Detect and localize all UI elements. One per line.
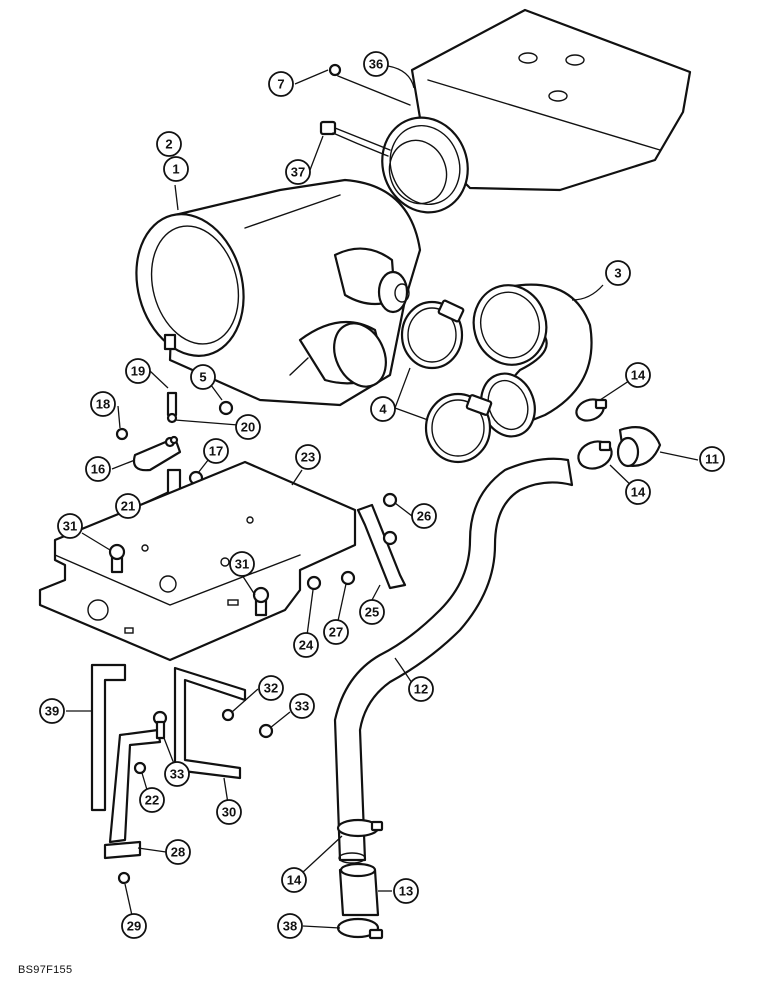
svg-text:33: 33 (295, 699, 309, 714)
callout-13: 13 (393, 878, 419, 904)
sensor-37 (319, 120, 391, 157)
svg-text:31: 31 (63, 519, 77, 534)
svg-text:14: 14 (631, 485, 646, 500)
callout-14-top: 14 (625, 362, 651, 388)
callout-33-left: 33 (164, 761, 190, 787)
document-code: BS97F155 (18, 964, 73, 976)
callout-21: 21 (115, 493, 141, 519)
adapter-13 (338, 862, 380, 917)
svg-text:3: 3 (614, 266, 621, 281)
air-cleaner (135, 178, 422, 407)
callout-1: 1 (163, 156, 189, 182)
callout-3: 3 (605, 260, 631, 286)
bracket-30 (133, 666, 274, 780)
hose-clamps-4 (400, 299, 493, 464)
callout-18: 18 (90, 391, 116, 417)
callout-11: 11 (699, 446, 725, 472)
svg-text:33: 33 (170, 767, 184, 782)
clamps-14-top (575, 398, 613, 470)
svg-text:5: 5 (199, 370, 206, 385)
callout-2: 2 (156, 131, 182, 157)
svg-text:29: 29 (127, 919, 141, 934)
leader-lines (66, 65, 699, 929)
callout-32: 32 (258, 675, 284, 701)
callout-33-right: 33 (289, 693, 315, 719)
callout-31-left: 31 (57, 513, 83, 539)
svg-text:7: 7 (277, 77, 284, 92)
elbow-hose (472, 283, 593, 438)
callout-14-bottom: 14 (281, 867, 307, 893)
callout-14-mid: 14 (625, 479, 651, 505)
mounting-plate-23 (38, 460, 357, 662)
svg-text:23: 23 (301, 450, 315, 465)
callout-5: 5 (190, 364, 216, 390)
callout-12: 12 (408, 676, 434, 702)
bracket-25 (306, 492, 407, 591)
svg-text:4: 4 (379, 402, 387, 417)
callout-16: 16 (85, 456, 111, 482)
callout-22: 22 (139, 787, 165, 813)
intake-duct (381, 8, 692, 214)
svg-text:17: 17 (209, 444, 223, 459)
callout-29: 29 (121, 913, 147, 939)
svg-text:26: 26 (417, 509, 431, 524)
svg-text:11: 11 (705, 452, 719, 467)
callout-28: 28 (165, 839, 191, 865)
svg-text:31: 31 (235, 557, 249, 572)
svg-text:27: 27 (329, 625, 343, 640)
callout-39: 39 (39, 698, 65, 724)
callout-27: 27 (323, 619, 349, 645)
svg-text:16: 16 (91, 462, 105, 477)
svg-text:32: 32 (264, 681, 278, 696)
svg-text:21: 21 (121, 499, 135, 514)
svg-text:1: 1 (172, 162, 179, 177)
callout-23: 23 (295, 444, 321, 470)
svg-text:28: 28 (171, 845, 185, 860)
bottom-clamp-14 (336, 818, 384, 838)
svg-text:22: 22 (145, 793, 159, 808)
callout-26: 26 (411, 503, 437, 529)
callout-38: 38 (277, 913, 303, 939)
svg-text:2: 2 (165, 137, 172, 152)
callout-20: 20 (235, 414, 261, 440)
svg-text:36: 36 (369, 57, 383, 72)
callout-4: 4 (370, 396, 396, 422)
callout-37: 37 (285, 159, 311, 185)
bolts-31 (108, 543, 270, 617)
svg-text:13: 13 (399, 884, 413, 899)
callout-17: 17 (203, 438, 229, 464)
svg-text:38: 38 (283, 919, 297, 934)
svg-text:20: 20 (241, 420, 255, 435)
callout-36: 36 (363, 51, 389, 77)
screw-7 (328, 63, 411, 106)
callout-24: 24 (293, 632, 319, 658)
callout-19: 19 (125, 358, 151, 384)
svg-text:30: 30 (222, 805, 236, 820)
svg-text:14: 14 (287, 873, 302, 888)
svg-text:14: 14 (631, 368, 646, 383)
svg-text:37: 37 (291, 165, 305, 180)
callout-25: 25 (359, 599, 385, 625)
hose-11 (616, 426, 662, 468)
callout-7: 7 (268, 71, 294, 97)
callout-31-right: 31 (229, 551, 255, 577)
svg-text:39: 39 (45, 704, 59, 719)
svg-text:24: 24 (299, 638, 314, 653)
svg-text:18: 18 (96, 397, 110, 412)
clamp-38 (336, 917, 384, 940)
bracket-39 (90, 663, 162, 885)
svg-text:19: 19 (131, 364, 145, 379)
callout-30: 30 (216, 799, 242, 825)
svg-text:12: 12 (414, 682, 428, 697)
svg-text:25: 25 (365, 605, 379, 620)
